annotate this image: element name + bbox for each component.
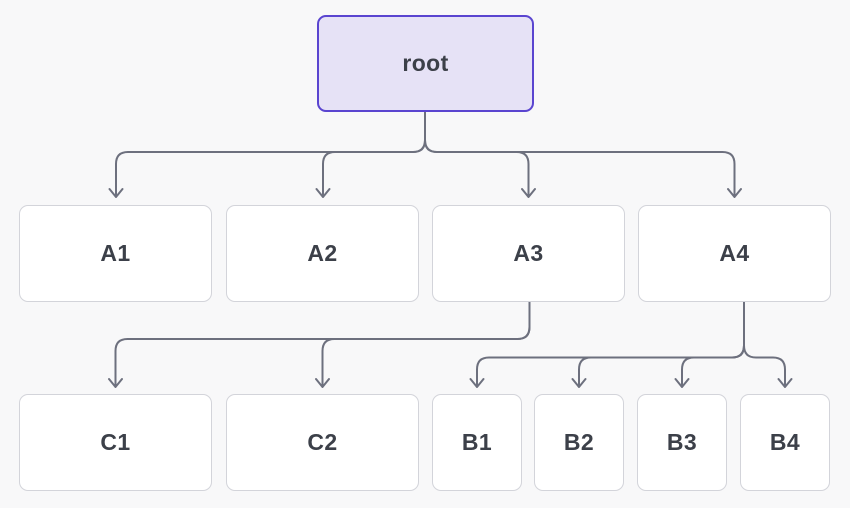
node-a4[interactable]: A4 <box>638 205 831 302</box>
node-b2[interactable]: B2 <box>534 394 624 491</box>
edge-a4-b1 <box>469 301 745 388</box>
node-b1[interactable]: B1 <box>432 394 522 491</box>
node-root-label: root <box>402 50 449 76</box>
edge-a4-b3 <box>674 301 745 388</box>
edge-a3-c2 <box>315 301 531 388</box>
node-b3-label: B3 <box>666 429 698 455</box>
edge-a3-c1 <box>108 301 531 388</box>
edge-root-a1 <box>108 111 426 198</box>
node-a1-label: A1 <box>100 240 131 266</box>
node-root[interactable]: root <box>317 15 534 112</box>
node-b4-label: B4 <box>769 429 801 455</box>
node-c2[interactable]: C2 <box>226 394 419 491</box>
node-a2-label: A2 <box>307 240 338 266</box>
node-a4-label: A4 <box>719 240 750 266</box>
edge-root-a2 <box>315 111 426 198</box>
node-b1-label: B1 <box>461 429 493 455</box>
node-c2-label: C2 <box>307 429 338 455</box>
edge-root-a3 <box>424 111 536 198</box>
node-b2-label: B2 <box>563 429 595 455</box>
node-b3[interactable]: B3 <box>637 394 727 491</box>
node-a1[interactable]: A1 <box>19 205 212 302</box>
node-a3-label: A3 <box>513 240 544 266</box>
edge-a4-b2 <box>571 301 745 388</box>
node-c1-label: C1 <box>100 429 131 455</box>
node-a3[interactable]: A3 <box>432 205 625 302</box>
edge-a4-b4 <box>743 301 793 388</box>
node-b4[interactable]: B4 <box>740 394 830 491</box>
edge-root-a4 <box>424 111 742 198</box>
node-c1[interactable]: C1 <box>19 394 212 491</box>
node-a2[interactable]: A2 <box>226 205 419 302</box>
